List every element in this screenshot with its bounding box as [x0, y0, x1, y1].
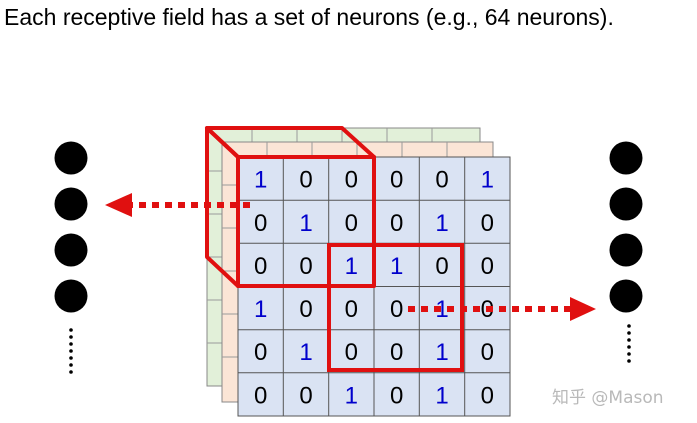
neuron	[54, 279, 88, 313]
neuron	[609, 233, 643, 267]
grid-cell-value: 0	[390, 339, 403, 366]
grid-cell-value: 0	[254, 382, 267, 409]
arrow-right-icon	[408, 297, 596, 321]
diagram-caption: Each receptive field has a set of neuron…	[4, 4, 614, 30]
ellipsis-vertical-icon	[627, 324, 631, 363]
neuron	[609, 279, 643, 313]
grid-cell-value: 0	[390, 382, 403, 409]
grid-cell-value: 0	[481, 210, 494, 237]
grid-cell-value: 1	[435, 210, 448, 237]
grid-cell-value: 1	[299, 339, 312, 366]
grid-cell-value: 0	[435, 253, 448, 280]
grid-cell-value: 0	[435, 167, 448, 194]
ellipsis-vertical-icon	[69, 328, 73, 374]
grid-cell-value: 1	[390, 253, 403, 280]
grid-cell-value: 0	[299, 253, 312, 280]
grid-cell-value: 0	[390, 296, 403, 323]
grid-cell-value: 0	[254, 210, 267, 237]
grid-cell-value: 0	[345, 339, 358, 366]
grid-cell-value: 0	[299, 167, 312, 194]
grid-cell-value: 1	[435, 382, 448, 409]
grid-cell-value: 0	[481, 339, 494, 366]
grid-cell-value: 0	[299, 296, 312, 323]
arrow-left-icon	[105, 193, 250, 217]
grid-cell-value: 1	[345, 382, 358, 409]
grid-cell-value: 0	[345, 167, 358, 194]
grid-cell-value: 1	[299, 210, 312, 237]
grid-cell-value: 0	[481, 253, 494, 280]
front-grid-cells: 100001010010001100100010010010001010	[254, 167, 494, 410]
neuron	[54, 233, 88, 267]
grid-cell-value: 0	[390, 167, 403, 194]
neuron	[54, 187, 88, 221]
neuron	[609, 141, 643, 175]
watermark: 知乎 @Mason	[552, 388, 664, 408]
grid-cell-value: 1	[254, 296, 267, 323]
right-neuron-column	[609, 141, 643, 363]
grid-cell-value: 0	[345, 210, 358, 237]
receptive-field-top-left	[205, 126, 376, 288]
left-neuron-column	[54, 141, 88, 374]
grid-cell-value: 0	[299, 382, 312, 409]
neuron	[54, 141, 88, 175]
grid-cell-value: 1	[254, 167, 267, 194]
grid-cell-value: 1	[481, 167, 494, 194]
grid-cell-value: 0	[254, 253, 267, 280]
grid-cell-value: 0	[345, 296, 358, 323]
receptive-field-front-face	[236, 155, 376, 288]
grid-cell-value: 0	[390, 210, 403, 237]
neuron	[609, 187, 643, 221]
grid-cell-value: 1	[435, 296, 448, 323]
grid-cell-value: 1	[345, 253, 358, 280]
grid-cell-value: 0	[481, 382, 494, 409]
grid-cell-value: 1	[435, 339, 448, 366]
grid-cell-value: 0	[254, 339, 267, 366]
